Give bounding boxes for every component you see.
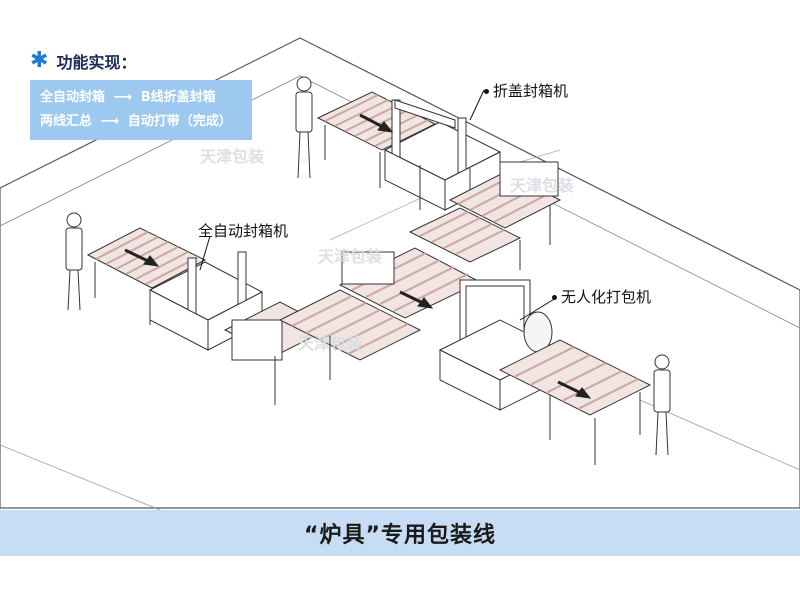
callout-left-sealer-text: 全自动封箱机 [198,222,289,240]
operators [65,76,671,456]
conveyor-final-exit [498,339,652,465]
watermark: 天津包装 [298,334,363,353]
star-icon: ✱ [30,48,49,73]
watermark: 天津包装 [200,147,265,166]
callout-strapper-text: 无人化打包机 [561,288,652,306]
operator-left [65,212,83,311]
title-banner: “炉具”专用包装线 [0,510,800,556]
callout-top-sealer-text: 折盖封箱机 [493,82,569,100]
conveyor-left-exit [223,289,422,405]
callout-left-sealer: 全自动封箱机 [198,220,288,241]
feature-line-2: 两线汇总 ⟶ 自动打带（完成） [40,110,242,134]
flow-arrow-exit-head [575,387,592,399]
conveyor-merge [338,247,482,319]
operator-top [295,76,313,179]
callout-strapper: 无人化打包机 [552,286,651,307]
watermark: 天津包装 [510,176,575,195]
flow-arrow-left-head [143,255,160,267]
feature-line-1-end: B线折盖封箱 [140,90,216,105]
flow-arrow-left [124,248,151,264]
callout-top-sealer: 折盖封箱机 [484,80,568,101]
callout-dot [484,89,489,94]
watermark: 天津包装 [318,247,383,266]
banner-title: “炉具”专用包装线 [304,523,496,548]
callout-leaders [199,89,557,321]
arrow-right-icon: ⟶ [100,114,120,129]
flow-arrows [124,113,592,399]
feature-line-2-start: 两线汇总 [40,114,93,129]
feature-line-1-start: 全自动封箱 [40,90,106,105]
operator-right [653,354,671,456]
flow-arrow-merge-head [417,297,434,309]
feature-line-2-end: 自动打带（完成） [127,114,232,129]
features-heading: ✱ 功能实现： [30,48,136,74]
features-heading-text: 功能实现： [56,53,137,72]
flow-arrow-top-head [377,121,394,133]
features-box: 全自动封箱 ⟶ B线折盖封箱 两线汇总 ⟶ 自动打带（完成） [30,80,252,140]
callout-dot [552,295,557,300]
arrow-right-icon: ⟶ [113,90,133,105]
conveyor-top-exit [408,161,562,270]
feature-line-1: 全自动封箱 ⟶ B线折盖封箱 [40,86,242,110]
